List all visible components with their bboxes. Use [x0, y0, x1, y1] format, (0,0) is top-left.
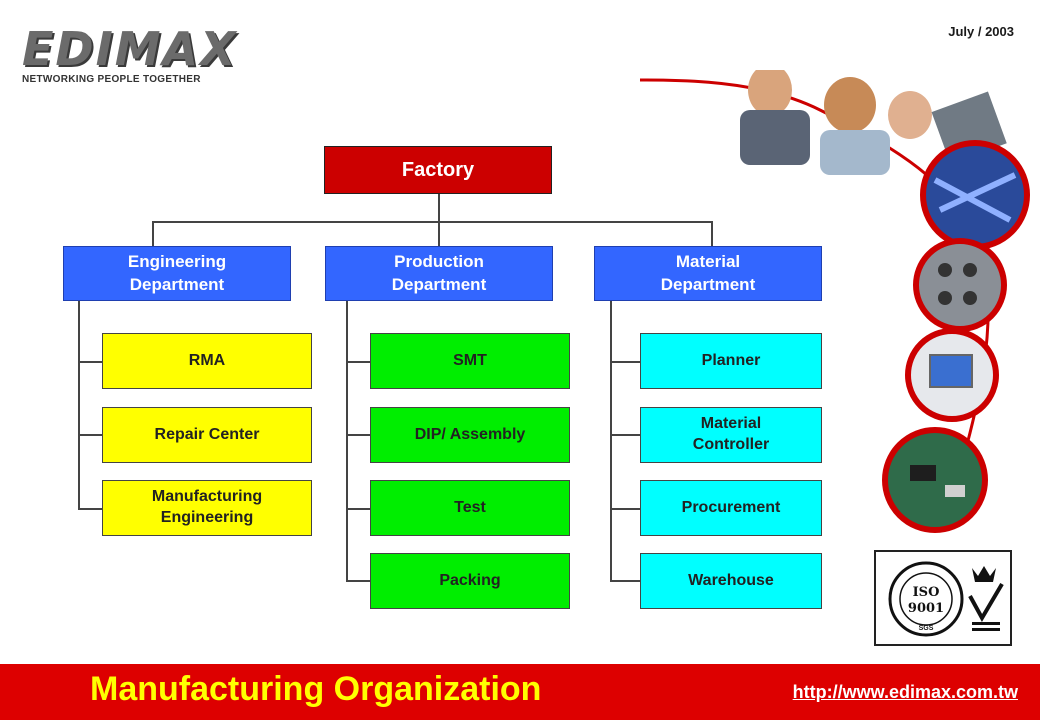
- logo-tagline: NETWORKING PEOPLE TOGETHER: [22, 74, 201, 85]
- logo-wordmark: EDIMAX: [22, 22, 238, 76]
- people-photo-icon: [740, 70, 1007, 175]
- test-node: Test: [370, 480, 570, 536]
- connector-line: [610, 580, 640, 582]
- engineering-department-node: Engineering Department: [63, 246, 291, 301]
- connector-line: [610, 508, 640, 510]
- network-cable-photo-icon: [920, 140, 1030, 250]
- connector-photo-icon: [913, 238, 1007, 332]
- computer-photo-icon: [905, 328, 999, 422]
- header-photo-collage: [640, 70, 1030, 533]
- sgs-mark-text: SGS: [919, 625, 934, 632]
- page-title: Manufacturing Organization: [90, 670, 542, 708]
- material-department-node: Material Department: [594, 246, 822, 301]
- factory-node: Factory: [324, 146, 552, 194]
- date-label: July / 2003: [948, 24, 1014, 39]
- procurement-node: Procurement: [640, 480, 822, 536]
- connector-line: [610, 434, 640, 436]
- iso-certification-badge: ISO 9001 SGS: [874, 550, 1012, 646]
- iso-text: ISO: [913, 585, 940, 600]
- website-link[interactable]: http://www.edimax.com.tw: [792, 682, 1018, 702]
- iso-seal-icon: ISO 9001 SGS: [888, 561, 1004, 637]
- dip-assembly-node: DIP/ Assembly: [370, 407, 570, 463]
- edimax-logo: EDIMAX NETWORKING PEOPLE TOGETHER: [22, 22, 238, 85]
- connector-line: [78, 508, 102, 510]
- circuit-board-photo-icon: [882, 427, 988, 533]
- smt-node: SMT: [370, 333, 570, 389]
- footer-bar: [0, 664, 1040, 720]
- packing-node: Packing: [370, 553, 570, 609]
- connector-line: [346, 301, 348, 582]
- connector-line: [78, 301, 80, 510]
- connector-line: [610, 301, 612, 582]
- iso-number-text: 9001: [908, 601, 944, 616]
- production-department-node: Production Department: [325, 246, 553, 301]
- connector-line: [711, 221, 713, 246]
- checkmark-icon: [968, 582, 1004, 623]
- connector-line: [346, 434, 370, 436]
- connector-line: [152, 221, 712, 223]
- connector-line: [346, 361, 370, 363]
- rma-node: RMA: [102, 333, 312, 389]
- connector-line: [78, 434, 102, 436]
- planner-node: Planner: [640, 333, 822, 389]
- connector-line: [346, 580, 370, 582]
- connector-line: [78, 361, 102, 363]
- connector-line: [438, 194, 440, 222]
- warehouse-node: Warehouse: [640, 553, 822, 609]
- material-controller-node: Material Controller: [640, 407, 822, 463]
- connector-line: [610, 361, 640, 363]
- repair-center-node: Repair Center: [102, 407, 312, 463]
- crown-icon: [972, 566, 996, 582]
- manufacturing-engineering-node: Manufacturing Engineering: [102, 480, 312, 536]
- connector-line: [438, 221, 440, 246]
- connector-line: [346, 508, 370, 510]
- connector-line: [152, 221, 154, 246]
